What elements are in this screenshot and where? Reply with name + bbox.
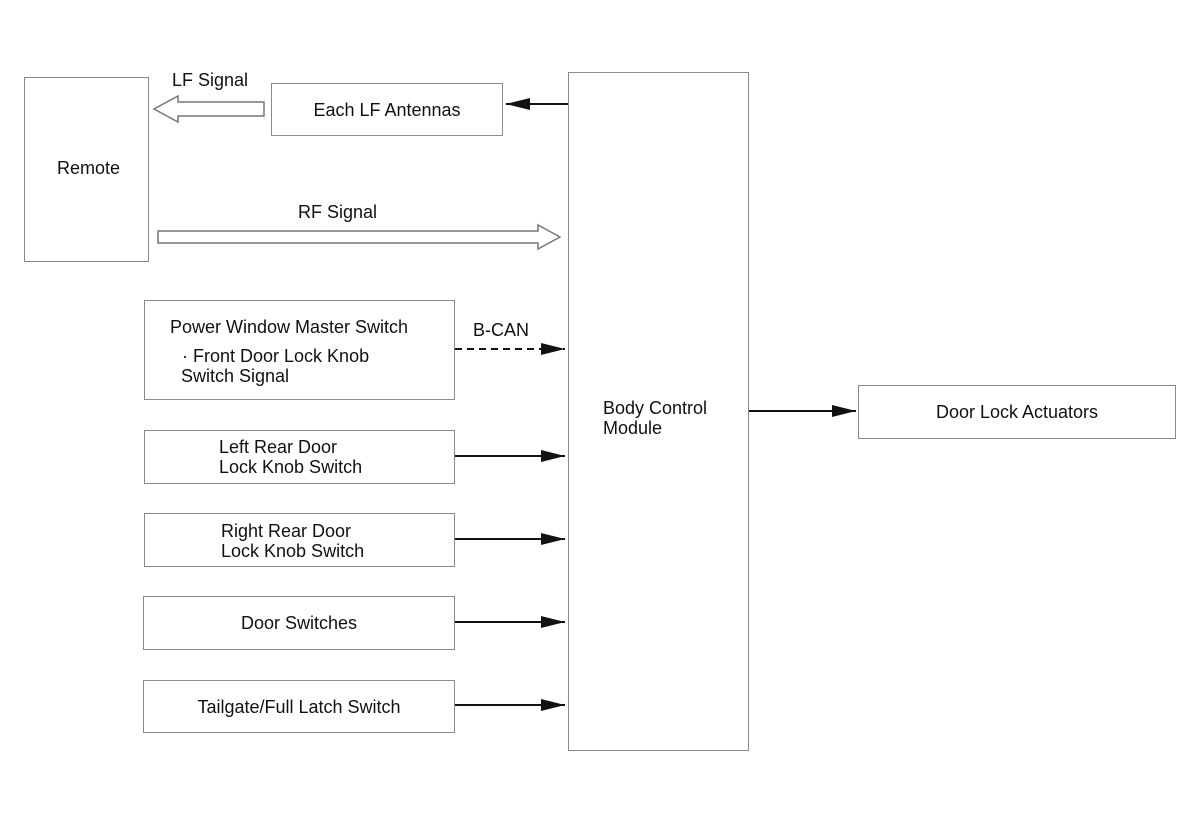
body-control-module-box: Body Control Module	[568, 72, 749, 751]
tailgate-label: Tailgate/Full Latch Switch	[197, 696, 401, 717]
right-rear-line2: Lock Knob Switch	[221, 541, 365, 561]
power-window-item2: Switch Signal	[181, 366, 290, 386]
rf-signal-arrow	[157, 223, 562, 251]
left-rear-line1: Left Rear Door	[219, 437, 338, 457]
power-window-title: Power Window Master Switch	[170, 317, 409, 337]
left-rear-door-switch-box: Left Rear Door Lock Knob Switch	[144, 430, 455, 484]
door-switches-label: Door Switches	[240, 613, 358, 633]
door-switches-box: Door Switches	[143, 596, 455, 650]
power-window-item1: · Front Door Lock Knob	[182, 346, 370, 366]
lf-antennas-label: Each LF Antennas	[313, 99, 461, 120]
bcm-label-line1: Body Control	[603, 398, 708, 418]
power-window-master-switch-box: Power Window Master Switch · Front Door …	[144, 300, 455, 400]
bcan-label: B-CAN	[473, 320, 530, 340]
right-rear-line1: Right Rear Door	[221, 521, 352, 541]
lf-signal-arrow	[152, 94, 265, 124]
rf-signal-label: RF Signal	[298, 202, 378, 222]
lf-antennas-box: Each LF Antennas	[271, 83, 503, 136]
remote-label: Remote	[57, 158, 121, 178]
lf-signal-label: LF Signal	[172, 70, 249, 90]
bcm-label-line2: Module	[603, 418, 663, 438]
remote-box: Remote	[24, 77, 149, 262]
tailgate-switch-box: Tailgate/Full Latch Switch	[143, 680, 455, 733]
door-lock-actuators-label: Door Lock Actuators	[935, 402, 1099, 422]
door-lock-actuators-box: Door Lock Actuators	[858, 385, 1176, 439]
right-rear-door-switch-box: Right Rear Door Lock Knob Switch	[144, 513, 455, 567]
left-rear-line2: Lock Knob Switch	[219, 457, 363, 477]
